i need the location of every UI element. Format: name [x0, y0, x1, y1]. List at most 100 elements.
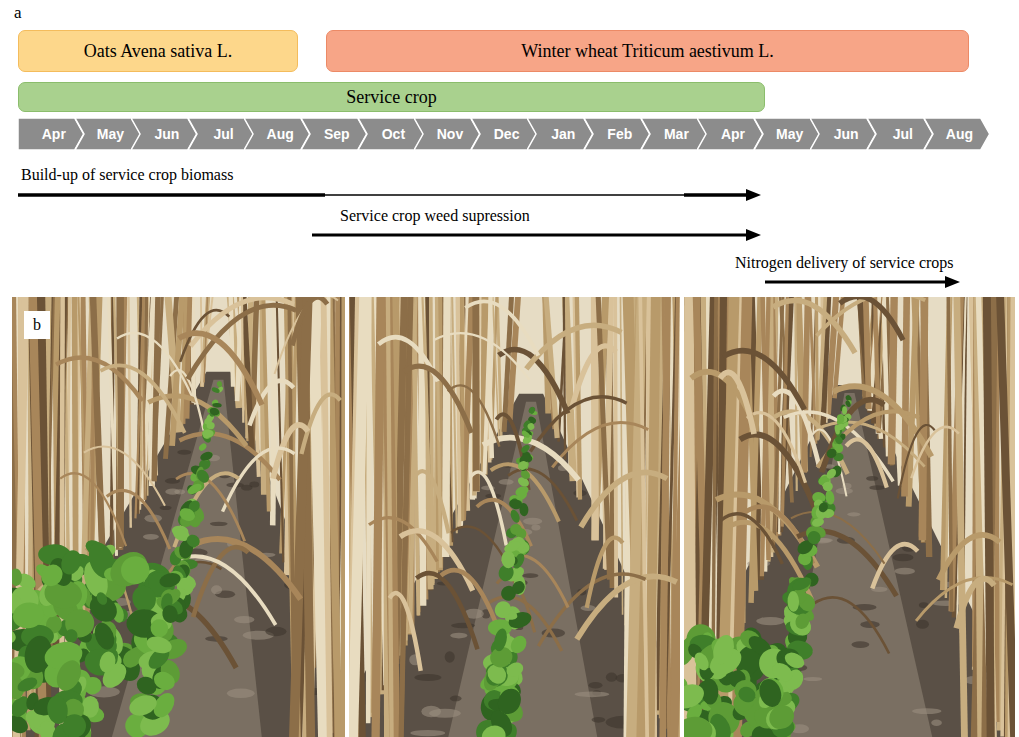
- dry-leaf: [292, 297, 327, 345]
- clover-leaf: [786, 611, 815, 640]
- clover-leaf: [782, 649, 807, 671]
- crop-stalk: [545, 297, 557, 438]
- panel-letter: b: [24, 311, 50, 339]
- crop-stalk: [564, 297, 565, 459]
- dry-leaf: [581, 472, 667, 527]
- crop-stalk: [114, 297, 120, 548]
- crop-stalk: [984, 297, 994, 737]
- clover-leaf: [91, 620, 118, 653]
- crop-stalk: [688, 297, 689, 737]
- crop-stalk: [323, 297, 329, 737]
- clover-leaf: [199, 450, 214, 462]
- month-chevron: Jan: [527, 118, 593, 150]
- soil-patch: [450, 633, 467, 639]
- clover-leaf: [787, 591, 799, 612]
- soil-patch: [592, 717, 606, 723]
- crop-stalk: [804, 297, 808, 473]
- arrow-line: [312, 234, 750, 237]
- arrow-line: [18, 193, 325, 197]
- arrow-head: [945, 276, 960, 288]
- soil-patch: [414, 674, 441, 681]
- clover-leaf: [81, 696, 99, 718]
- clover-leaf: [836, 414, 845, 424]
- soil-patch: [606, 673, 617, 682]
- node-text: Mar: [664, 126, 689, 142]
- crop-stalk: [687, 297, 694, 737]
- dry-leaf: [301, 394, 340, 454]
- panel-letter: a: [14, 3, 22, 23]
- crop-stalk: [135, 297, 144, 518]
- timeline-label: Build-up of service crop biomass: [21, 166, 233, 184]
- crop-stalk: [987, 297, 991, 737]
- crop-stalk: [420, 297, 423, 612]
- soil-patch: [894, 568, 915, 575]
- crop-stalk: [987, 297, 996, 737]
- dry-leaf: [911, 427, 959, 478]
- soil-patch: [916, 620, 929, 629]
- clover-leaf: [202, 429, 214, 438]
- dry-leaf: [846, 439, 887, 487]
- month-chevron: May: [754, 118, 820, 150]
- dry-leaf: [414, 471, 448, 533]
- soil-patch: [445, 651, 455, 663]
- chevron-shape: [584, 118, 650, 150]
- clover-leaf: [209, 407, 221, 417]
- month-chevron: Jul: [867, 118, 933, 150]
- clover-leaf: [195, 467, 212, 485]
- node-text: Oats Avena sativa L.: [84, 41, 233, 62]
- dry-leaf: [107, 490, 170, 549]
- crop-stalk: [484, 297, 491, 474]
- clover-leaf: [118, 553, 153, 587]
- chevron-shape: [414, 118, 480, 150]
- soil-patch: [523, 518, 542, 525]
- chevron-shape: [131, 118, 197, 150]
- crop-stalk: [663, 297, 668, 737]
- node-text: Jul: [893, 126, 913, 142]
- dry-leaf: [571, 346, 616, 409]
- soil-patch: [866, 476, 878, 481]
- dry-leaf: [191, 539, 300, 599]
- soil-patch: [165, 489, 180, 495]
- month-chevron: Aug: [244, 118, 310, 150]
- soil-patch: [499, 479, 514, 485]
- crop-stalk: [640, 297, 647, 737]
- clover-leaf: [825, 447, 838, 460]
- crop-stalk: [770, 297, 772, 553]
- dry-leaf: [448, 385, 500, 446]
- month-chevron: May: [75, 118, 141, 150]
- soil-patch: [177, 450, 191, 455]
- clover-leaf: [216, 381, 222, 388]
- crop-stalk: [565, 297, 573, 481]
- crop-stalk: [598, 297, 610, 580]
- crop-stalk: [93, 297, 104, 582]
- month-chevron: Aug: [924, 118, 990, 150]
- soil-patch: [869, 485, 885, 490]
- chevron-shape: [697, 118, 763, 150]
- crop-stalk: [859, 297, 870, 413]
- chevron-shape: [641, 118, 707, 150]
- node-text: Feb: [607, 126, 632, 142]
- clover-leaf: [186, 482, 204, 497]
- clover-leaf: [692, 650, 712, 672]
- crop-stalk: [818, 297, 826, 439]
- clover-leaf: [825, 467, 838, 481]
- soil-patch: [210, 522, 228, 526]
- crop-stalk: [263, 297, 269, 512]
- clover-leaf: [514, 484, 530, 498]
- dry-leaf: [721, 514, 783, 564]
- clover-leaf: [508, 498, 523, 511]
- arrow-line: [684, 193, 750, 197]
- clover-leaf: [793, 611, 812, 631]
- soil-patch: [265, 627, 286, 636]
- clover-leaf: [736, 684, 758, 705]
- node-text: Jun: [834, 126, 859, 142]
- soil-patch: [589, 682, 603, 689]
- crop-stalk: [978, 297, 991, 737]
- node-text: May: [776, 126, 803, 142]
- month-chevron: Dec: [471, 118, 537, 150]
- clover-leaf: [516, 459, 529, 471]
- arrow-line: [765, 281, 946, 284]
- dry-leaf: [872, 544, 917, 588]
- chevron-shape: [867, 118, 933, 150]
- clover-leaf: [504, 660, 526, 680]
